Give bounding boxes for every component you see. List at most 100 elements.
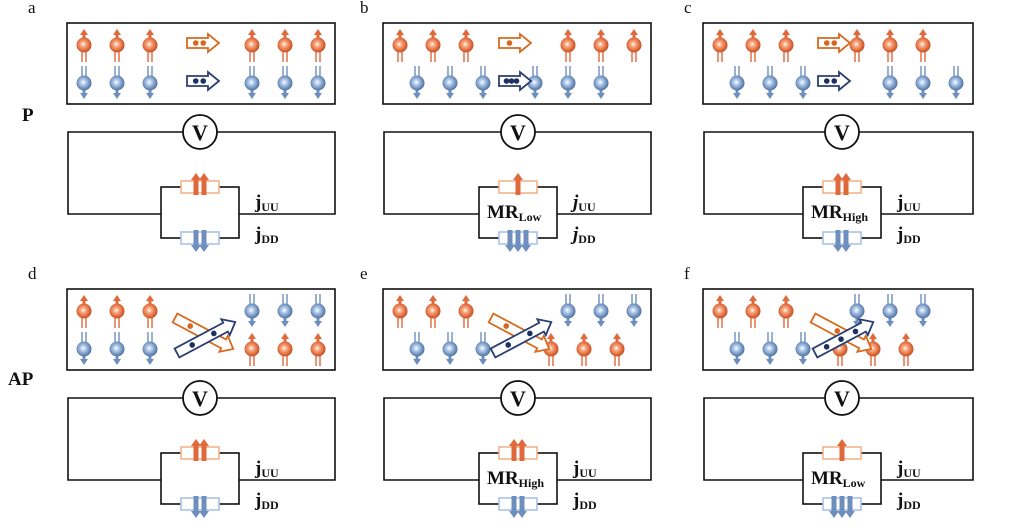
spin-stem xyxy=(921,34,925,39)
spin-ball xyxy=(244,341,260,357)
carrier-dot xyxy=(831,78,838,84)
circuit-wire xyxy=(703,397,825,481)
carrier-dot xyxy=(503,78,510,84)
carrier-dot xyxy=(852,328,859,335)
spin-arrowhead xyxy=(799,359,807,365)
voltmeter-icon xyxy=(182,114,218,150)
spin-down-flow-arrow xyxy=(173,317,237,359)
spin-arrowhead xyxy=(80,359,88,365)
spin-arrowhead xyxy=(886,321,894,327)
sample-box xyxy=(702,22,974,105)
spin-arrowhead xyxy=(630,29,638,35)
spin-ball xyxy=(244,75,260,91)
spin-arrowhead xyxy=(716,29,724,35)
spin-stem xyxy=(148,355,152,360)
spin-stem xyxy=(115,355,119,360)
spin-arrowhead xyxy=(919,321,927,327)
spin-down-electron-icon xyxy=(527,66,543,99)
spin-stem xyxy=(316,89,320,94)
spin-up-electron-icon xyxy=(142,29,158,62)
spin-arrowhead xyxy=(113,295,121,301)
carrier-dot xyxy=(823,344,830,350)
spin-arrowhead xyxy=(281,93,289,99)
current-arrow-head xyxy=(191,511,201,518)
spin-down-current-label: jDD xyxy=(570,224,596,246)
voltmeter-label: V xyxy=(192,120,208,145)
spin-ball xyxy=(475,75,491,91)
current-arrow-shaft xyxy=(193,496,199,512)
resistor-body xyxy=(822,180,862,194)
label-subscript: UU xyxy=(579,466,597,480)
spin-stem xyxy=(82,89,86,94)
spin-arrowhead xyxy=(547,333,555,339)
spin-up-electron-icon xyxy=(593,29,609,62)
spin-ball xyxy=(593,75,609,91)
spin-arrowhead xyxy=(766,93,774,99)
spin-stem xyxy=(398,34,402,39)
spin-down-electron-icon xyxy=(109,66,125,99)
voltmeter-label: V xyxy=(192,386,208,411)
spin-down-electron-icon xyxy=(626,294,642,327)
current-arrow-shaft xyxy=(511,496,517,512)
current-arrow-head xyxy=(513,173,523,180)
spin-up-electron-icon xyxy=(458,295,474,328)
spin-up-electron-icon xyxy=(310,29,326,62)
spin-stem xyxy=(784,300,788,305)
spin-down-electron-icon xyxy=(277,66,293,99)
spin-up-electron-icon xyxy=(310,333,326,366)
spin-stem xyxy=(115,34,119,39)
spin-ball xyxy=(425,37,441,53)
spin-down-electron-icon xyxy=(142,332,158,365)
label-subscript: DD xyxy=(903,498,921,512)
current-arrow-shaft xyxy=(843,230,849,246)
label-subscript: High xyxy=(843,210,869,224)
spin-ball xyxy=(778,303,794,319)
spin-ball xyxy=(593,37,609,53)
spin-arrowhead xyxy=(281,321,289,327)
carrier-dot xyxy=(189,342,196,348)
label-main: MR xyxy=(811,468,843,489)
spin-ball xyxy=(244,303,260,319)
circuit-wire xyxy=(703,131,825,215)
current-arrow-shaft xyxy=(835,179,841,195)
label-subscript: UU xyxy=(261,466,279,480)
spin-up-electron-icon xyxy=(712,295,728,328)
spin-ball xyxy=(244,37,260,53)
spin-arrowhead xyxy=(564,321,572,327)
circuit-wire xyxy=(67,131,183,215)
spin-stem xyxy=(549,338,553,343)
circuit-wire xyxy=(383,397,501,481)
carrier-dot xyxy=(823,40,830,46)
spin-arrowhead xyxy=(314,93,322,99)
spin-up-current-label: jUU xyxy=(570,192,596,214)
spin-stem xyxy=(481,355,485,360)
spin-up-electron-icon xyxy=(882,29,898,62)
label-main: j xyxy=(254,192,261,213)
carrier-dot xyxy=(823,78,830,84)
spin-stem xyxy=(316,317,320,322)
spin-down-electron-icon xyxy=(762,66,778,99)
spin-arrowhead xyxy=(146,93,154,99)
spin-stem xyxy=(464,300,468,305)
spin-stem xyxy=(599,34,603,39)
spin-ball xyxy=(527,75,543,91)
panel-letter-b: b xyxy=(360,0,369,17)
label-main: MR xyxy=(487,202,519,223)
spin-up-channel-resistor xyxy=(180,173,220,195)
spin-up-electron-icon xyxy=(142,295,158,328)
spin-up-electron-icon xyxy=(745,295,761,328)
spin-arrowhead xyxy=(413,93,421,99)
circuit-wire xyxy=(217,397,336,481)
current-arrow-shaft xyxy=(193,230,199,246)
spin-up-flow-arrow xyxy=(186,32,221,54)
current-arrow-shaft xyxy=(201,496,207,512)
label-main: j xyxy=(254,224,261,245)
spin-up-electron-icon xyxy=(849,29,865,62)
spin-arrowhead xyxy=(80,295,88,301)
spin-arrowhead xyxy=(479,93,487,99)
spin-ball xyxy=(392,303,408,319)
spin-stem xyxy=(464,34,468,39)
